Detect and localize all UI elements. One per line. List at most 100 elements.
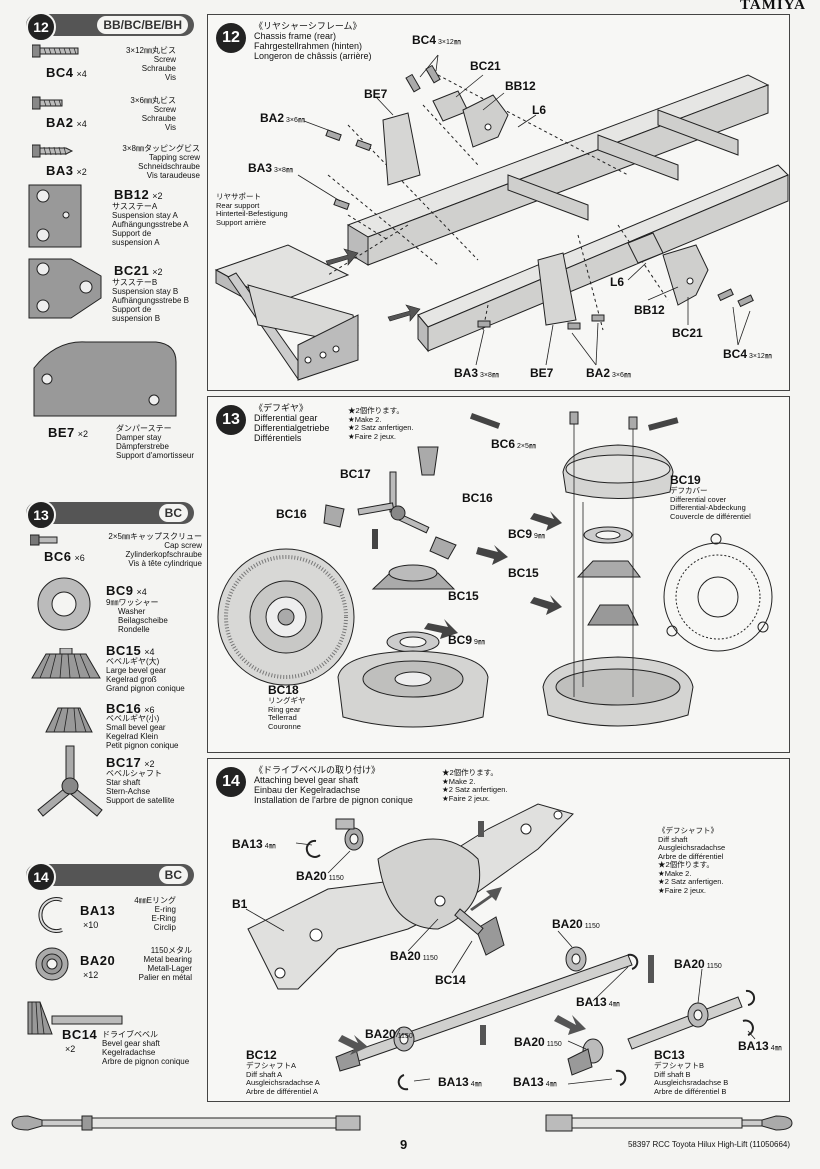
screw-icon (32, 96, 63, 110)
part-bb12: BB12×2 サスステーA Suspension stay A Aufhängu… (26, 182, 206, 254)
suspension-stay-b-icon (28, 258, 102, 319)
part-count: ×2 (77, 429, 89, 439)
part-ja: サスステーB (112, 278, 158, 287)
part-count: ×12 (83, 970, 99, 980)
label-bc13: BC13 (654, 1048, 685, 1062)
part-code: BC6 (44, 549, 72, 564)
part-desc-de: Zylinderkopfschraube (125, 550, 202, 559)
diff-shaft-ja: 《デフシャフト》 (658, 826, 718, 835)
label-bc12: BC12 (246, 1048, 277, 1062)
part-bc16: BC16×6 ベベルギヤ(小) Small bevel gear Kegelra… (30, 698, 205, 752)
star-shaft-icon (37, 745, 103, 817)
part-ja: ドライブベベル (102, 1030, 158, 1039)
part-bc17: BC17×2 ベベルシャフト Star shaft Stern-Achse Su… (30, 744, 205, 824)
section-14-codes: BC (158, 866, 188, 884)
label-bc21-top: BC21 (470, 59, 501, 73)
title-de: Fahrgestellrahmen (hinten) (254, 41, 363, 51)
title-de: Einbau der Kegelradachse (254, 785, 361, 795)
part-ja: 9㎜ワッシャー (106, 598, 159, 607)
part-code: BC9 (106, 583, 134, 598)
label-l6-bottom: L6 (610, 275, 625, 289)
part-desc-fr: Grand pignon conique (106, 684, 185, 693)
bc13-fr: Arbre de différentiel B (654, 1086, 727, 1096)
part-desc-de: Kegelrad groß (106, 675, 157, 684)
title-de: Differentialgetriebe (254, 423, 330, 433)
part-code: BC16 (106, 701, 142, 716)
label-bb12-bottom: BB12 (634, 303, 665, 317)
part-desc-de: Schraube (141, 64, 176, 73)
part-desc-fr: Support de (112, 305, 152, 314)
bc13-ja: デフシャフトB (654, 1061, 705, 1070)
part-desc-de: Metall-Lager (147, 964, 192, 973)
part-desc-de: Beilagscheibe (118, 616, 168, 625)
part-bc9: BC9×4 9㎜ワッシャー Washer Beilagscheibe Ronde… (30, 576, 205, 636)
part-desc-en: Screw (153, 105, 176, 114)
part-desc-fr: Arbre de pignon conique (102, 1057, 190, 1066)
part-ja: 2×5㎜キャップスクリュー (108, 532, 202, 541)
part-count: ×4 (76, 119, 87, 129)
part-code: BA13 (80, 903, 116, 918)
part-desc-fr: Rondelle (118, 625, 150, 634)
diff-shaft-note-ja: ★2個作ります。 (658, 860, 714, 869)
part-desc-fr: Circlip (153, 923, 176, 932)
rear-support-fr: Support arrière (216, 217, 267, 227)
part-ja: ベベルギヤ(大) (106, 657, 160, 666)
label-bc15-left: BC15 (448, 589, 479, 603)
section-12-header: 12 BB/BC/BE/BH (26, 12, 194, 42)
part-ja: 3×8㎜タッピングビス (122, 144, 200, 153)
part-desc-en: Large bevel gear (106, 666, 167, 675)
part-ja: 3×6㎜丸ビス (130, 96, 176, 105)
section-13-header: 13 BC (26, 500, 194, 530)
part-count: ×2 (152, 267, 163, 277)
note-fr: ★Faire 2 jeux. (348, 431, 396, 441)
cover-de: Differential-Abdeckung (670, 503, 746, 512)
part-desc-fr: Vis (165, 123, 176, 132)
cover-ja: デフカバー (670, 486, 708, 495)
part-be7: BE7×2 ダンパーステー Damper stay Dämpferstrebe … (26, 338, 206, 468)
ring-fr: Couronne (268, 721, 301, 731)
part-desc-de: Aufhängungsstrebe B (112, 296, 189, 305)
part-ja: 4㎜Eリング (134, 896, 176, 905)
bc12-ja: デフシャフトA (246, 1061, 297, 1070)
step-13-title: 《デフギヤ》 Differential gear Differentialget… (254, 403, 329, 443)
diff-shaft-note-fr: ★Faire 2 jeux. (658, 885, 706, 895)
part-code: BC14 (62, 1027, 98, 1042)
part-desc-de: Schneidschraube (138, 162, 200, 171)
page-number: 9 (400, 1137, 408, 1152)
step-14-number: 14 (216, 767, 246, 797)
part-desc-fr2: suspension B (112, 314, 161, 323)
part-desc-en: Washer (118, 607, 146, 616)
ring-ja: リングギヤ (268, 696, 306, 705)
part-code: BC4 (46, 65, 74, 80)
label-bc17: BC17 (340, 467, 371, 481)
part-desc-en: Star shaft (106, 778, 141, 787)
part-desc-en: Metal bearing (143, 955, 192, 964)
part-code: BA2 (46, 115, 74, 130)
part-desc-fr: Palier en métal (138, 973, 192, 982)
suspension-stay-a-icon (28, 184, 82, 248)
label-be7-top: BE7 (364, 87, 388, 101)
bc13-en: Diff shaft B (654, 1069, 691, 1079)
label-bc14: BC14 (435, 973, 466, 987)
label-bc21-bottom: BC21 (672, 326, 703, 340)
metal-bearing-icon (35, 947, 69, 981)
part-count: ×6 (74, 553, 85, 563)
title-en: Differential gear (254, 413, 318, 423)
part-desc-fr: Vis (165, 73, 176, 82)
part-count: ×4 (144, 647, 155, 657)
diff-shaft-en: Diff shaft (658, 834, 688, 844)
part-code: BB12 (114, 187, 150, 202)
part-code: BE7 (48, 425, 75, 440)
label-bc19: BC19 (670, 473, 701, 487)
note-ja: ★2個作ります。 (348, 406, 404, 415)
